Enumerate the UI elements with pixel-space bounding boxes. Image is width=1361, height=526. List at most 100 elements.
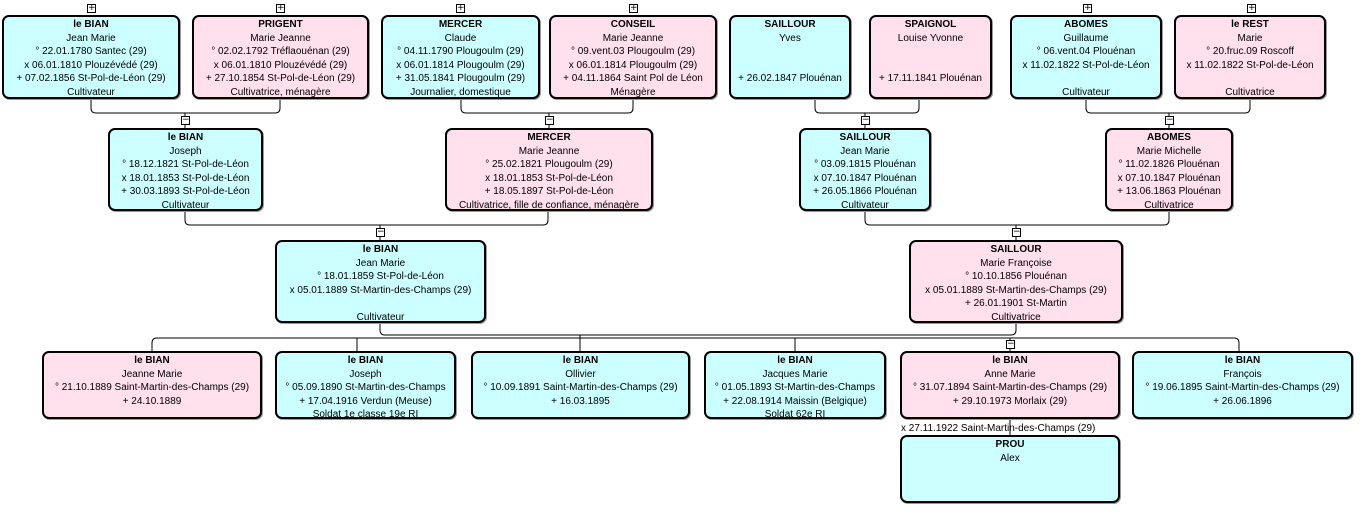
person-card[interactable]: le BIAN François ° 19.06.1895 Saint-Mart… — [1132, 351, 1353, 419]
person-birth: ° 20.fruc.09 Roscoff — [1206, 46, 1294, 58]
person-card[interactable]: SAILLOUR Marie Françoise ° 10.10.1856 Pl… — [909, 240, 1123, 323]
person-birth: ° 25.02.1821 Plougoulm (29) — [485, 159, 613, 171]
person-death: + 27.10.1854 St-Pol-de-Léon (29) — [205, 73, 356, 85]
person-surname: le BIAN — [992, 355, 1028, 366]
person-death: + 26.01.1901 St-Martin — [964, 298, 1067, 310]
person-surname: le BIAN — [347, 355, 384, 366]
collapse-toggle-icon[interactable]: − — [376, 227, 385, 237]
person-marriage: x 07.10.1847 Plouénan — [813, 172, 917, 184]
person-given-name: Marie Michelle — [1136, 145, 1202, 157]
person-death: + 16.03.1895 — [551, 395, 610, 407]
collapse-toggle-icon[interactable]: − — [1012, 227, 1021, 237]
person-given-name: Yves — [779, 32, 801, 44]
person-death: + 30.03.1893 St-Pol-de-Léon — [121, 186, 250, 198]
person-marriage: x 11.02.1822 St-Pol-de-Léon — [1186, 59, 1314, 71]
person-card[interactable]: SAILLOUR Yves + 26.02.1847 Plouénan — [729, 15, 851, 99]
person-marriage: x 06.01.1810 Plouzévédé (29) — [24, 59, 158, 71]
expand-toggle-icon[interactable]: + — [276, 3, 285, 13]
person-birth: ° 03.09.1815 Plouénan — [814, 159, 916, 171]
person-card[interactable]: MERCER Claude ° 04.11.1790 Plougoulm (29… — [381, 15, 540, 99]
person-marriage — [731, 59, 849, 73]
person-given-name: Guillaume — [1063, 32, 1109, 44]
person-surname: MERCER — [527, 132, 571, 143]
person-marriage: x 06.01.1814 Plougoulm (29) — [568, 59, 698, 71]
person-marriage: x 18.01.1853 St-Pol-de-Léon — [121, 172, 250, 184]
person-surname: le REST — [1231, 19, 1269, 30]
expand-toggle-icon[interactable]: + — [629, 3, 638, 13]
person-card[interactable]: CONSEIL Marie Jeanne ° 09.vent.03 Plougo… — [549, 15, 717, 99]
person-marriage: x 11.02.1822 St-Pol-de-Léon — [1022, 59, 1150, 71]
person-birth: ° 18.01.1859 St-Pol-de-Léon — [317, 271, 444, 283]
person-death: + 26.06.1896 — [1213, 395, 1272, 407]
collapse-toggle-icon[interactable]: − — [861, 115, 870, 125]
person-surname: PRIGENT — [258, 19, 303, 30]
person-birth: ° 06.vent.04 Plouénan — [1036, 46, 1136, 58]
person-birth: ° 31.07.1894 Saint-Martin-des-Champs (29… — [912, 382, 1108, 394]
person-given-name: Louise Yvonne — [897, 32, 964, 44]
person-given-name: Claude — [444, 32, 477, 44]
person-card[interactable]: ABOMES Guillaume ° 06.vent.04 Plouénan x… — [1010, 15, 1162, 99]
person-card[interactable]: le REST Marie ° 20.fruc.09 Roscoff x 11.… — [1174, 15, 1326, 99]
person-given-name: Jeanne Marie — [121, 368, 183, 380]
person-death: + 18.05.1897 St-Pol-de-Léon — [484, 186, 614, 198]
person-card[interactable]: le BIAN Joseph ° 05.09.1890 St-Martin-de… — [275, 351, 456, 419]
person-surname: le BIAN — [167, 132, 204, 143]
person-card[interactable]: le BIAN Jacques Marie ° 01.05.1893 St-Ma… — [704, 351, 886, 419]
person-card[interactable]: le BIAN Jeanne Marie ° 21.10.1889 Saint-… — [42, 351, 262, 419]
person-card[interactable]: ABOMES Marie Michelle ° 11.02.1826 Ploué… — [1105, 128, 1233, 211]
person-birth: ° 10.09.1891 Saint-Martin-des-Champs (29… — [483, 382, 678, 394]
person-birth: ° 18.12.1821 St-Pol-de-Léon — [122, 159, 249, 171]
person-birth: ° 01.05.1893 St-Martin-des-Champs — [714, 382, 876, 394]
person-birth — [731, 45, 849, 59]
person-birth — [871, 45, 990, 59]
person-surname: SAILLOUR — [764, 19, 816, 30]
person-card[interactable]: SPAIGNOL Louise Yvonne + 17.11.1841 Plou… — [869, 15, 992, 99]
person-card[interactable]: le BIAN Jean Marie ° 18.01.1859 St-Pol-d… — [275, 240, 486, 323]
person-card[interactable]: SAILLOUR Jean Marie ° 03.09.1815 Plouéna… — [799, 128, 931, 211]
expand-toggle-icon[interactable]: + — [1083, 3, 1092, 13]
person-surname: PROU — [995, 439, 1025, 450]
collapse-toggle-icon[interactable]: − — [181, 115, 190, 125]
person-card[interactable]: PRIGENT Marie Jeanne ° 02.02.1792 Tréfla… — [192, 15, 369, 99]
person-surname: ABOMES — [1147, 132, 1191, 143]
person-occupation: Cultivatrice — [1144, 199, 1194, 211]
person-card[interactable]: MERCER Marie Jeanne ° 25.02.1821 Plougou… — [445, 128, 653, 211]
person-card[interactable]: le BIAN Joseph ° 18.12.1821 St-Pol-de-Lé… — [108, 128, 263, 211]
expand-toggle-icon[interactable]: + — [87, 3, 96, 13]
person-death: + 24.10.1889 — [122, 395, 182, 407]
person-birth: ° 05.09.1890 St-Martin-des-Champs — [285, 382, 446, 394]
person-given-name: Jean Marie — [66, 32, 116, 44]
person-given-name: Joseph — [169, 145, 202, 157]
person-occupation: Cultivateur — [161, 199, 210, 211]
person-card[interactable]: le BIAN Jean Marie ° 22.01.1780 Santec (… — [2, 15, 180, 99]
person-given-name: Marie Françoise — [980, 257, 1052, 269]
person-birth: ° 04.11.1790 Plougoulm (29) — [397, 46, 524, 58]
person-marriage: x 06.01.1810 Plouzévédé (29) — [213, 59, 348, 71]
expand-toggle-icon[interactable]: + — [456, 3, 465, 13]
person-card[interactable]: PROU Alex — [900, 435, 1120, 503]
person-given-name: Marie Jeanne — [602, 32, 664, 44]
person-birth: ° 09.vent.03 Plougoulm (29) — [570, 46, 696, 58]
person-occupation: Cultivatrice — [991, 311, 1041, 323]
person-given-name: François — [1223, 368, 1262, 380]
expand-toggle-icon[interactable]: + — [1247, 3, 1256, 13]
person-occupation: Soldat 1e classe 19e RI — [312, 409, 419, 419]
person-given-name: Anne Marie — [984, 368, 1036, 380]
person-occupation: Cultivateur — [356, 311, 405, 323]
person-given-name: Marie Jeanne — [518, 145, 580, 157]
collapse-toggle-icon[interactable]: − — [1165, 115, 1174, 125]
person-card[interactable]: le BIAN Ollivier ° 10.09.1891 Saint-Mart… — [471, 351, 690, 419]
person-death — [1012, 72, 1160, 86]
person-surname: le BIAN — [562, 355, 599, 366]
person-surname: le BIAN — [73, 19, 109, 30]
person-surname: MERCER — [438, 19, 483, 30]
person-card[interactable]: le BIAN Anne Marie ° 31.07.1894 Saint-Ma… — [900, 351, 1120, 419]
person-occupation: Cultivateur — [1062, 86, 1110, 98]
person-death: + 26.05.1866 Plouénan — [813, 186, 917, 198]
person-surname: SPAIGNOL — [904, 19, 957, 30]
collapse-toggle-icon[interactable]: − — [1006, 339, 1015, 349]
person-death — [1176, 72, 1324, 86]
person-death: + 04.11.1864 Saint Pol de Léon — [563, 73, 703, 85]
collapse-toggle-icon[interactable]: − — [545, 115, 554, 125]
